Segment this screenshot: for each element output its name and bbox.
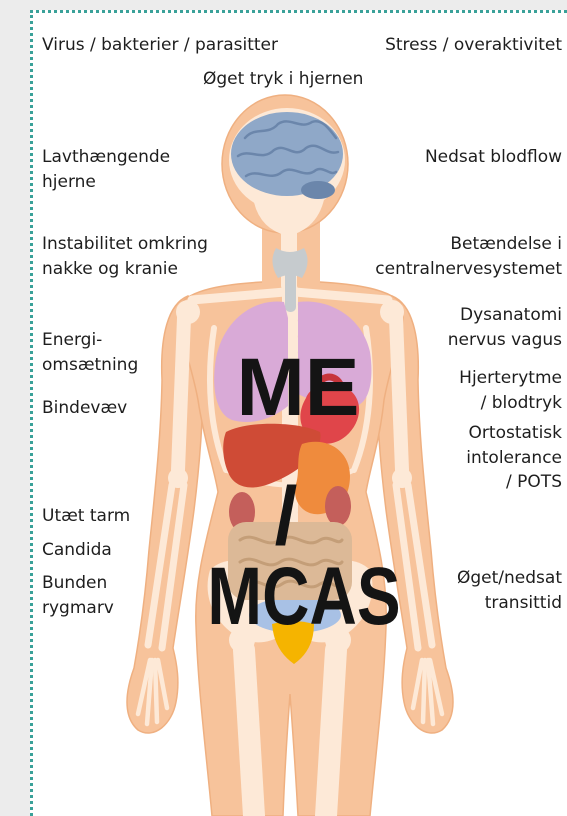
label-oget-nedsat-transittid: Øget/nedsat transittid	[457, 566, 562, 616]
label-utaet-tarm: Utæt tarm	[42, 504, 130, 529]
trachea	[285, 260, 296, 312]
label-line: transittid	[457, 591, 562, 616]
label-line: Ortostatisk	[466, 421, 562, 446]
label-line: centralnervesystemet	[375, 257, 562, 282]
center-title-mcas: MCAS	[184, 556, 424, 638]
right-femur	[326, 650, 336, 816]
label-line: hjerne	[42, 170, 170, 195]
label-line: Bunden	[42, 571, 114, 596]
label-line: Dysanatomi	[448, 303, 562, 328]
label-virus-bakterier-parasitter: Virus / bakterier / parasitter	[42, 33, 278, 58]
label-line: nervus vagus	[448, 328, 562, 353]
label-betaendelse-cns: Betændelse i centralnervesystemet	[375, 232, 562, 282]
label-nedsat-blodflow: Nedsat blodflow	[425, 145, 562, 170]
center-title-slash: /	[236, 476, 336, 558]
label-energiomsaetning: Energi- omsætning	[42, 328, 138, 378]
label-lavthaengende-hjerne: Lavthængende hjerne	[42, 145, 170, 195]
left-femur	[244, 650, 254, 816]
label-line: omsætning	[42, 353, 138, 378]
finger-bone	[423, 660, 425, 722]
finger-bone	[155, 660, 157, 722]
label-line: nakke og kranie	[42, 257, 208, 282]
cerebellum	[301, 181, 335, 199]
label-bindevaev: Bindevæv	[42, 396, 127, 421]
label-oget-tryk-i-hjernen: Øget tryk i hjernen	[203, 67, 363, 92]
label-line: Lavthængende	[42, 145, 170, 170]
label-line: Øget/nedsat	[457, 566, 562, 591]
label-stress-overaktivitet: Stress / overaktivitet	[385, 33, 562, 58]
label-ortostatisk-intolerance-pots: Ortostatisk intolerance / POTS	[466, 421, 562, 495]
center-title-me: ME	[198, 347, 398, 429]
label-line: / blodtryk	[459, 391, 562, 416]
label-bunden-rygmarv: Bunden rygmarv	[42, 571, 114, 621]
label-line: Energi-	[42, 328, 138, 353]
label-dysanatomi-nervus-vagus: Dysanatomi nervus vagus	[448, 303, 562, 353]
label-line: Betændelse i	[375, 232, 562, 257]
label-instabilitet-nakke-kranie: Instabilitet omkring nakke og kranie	[42, 232, 208, 282]
label-line: / POTS	[466, 470, 562, 495]
label-line: rygmarv	[42, 596, 114, 621]
label-line: intolerance	[466, 446, 562, 471]
label-hjerterytme-blodtryk: Hjerterytme / blodtryk	[459, 366, 562, 416]
left-humerus	[178, 318, 184, 470]
label-line: Hjerterytme	[459, 366, 562, 391]
label-line: Instabilitet omkring	[42, 232, 208, 257]
label-candida: Candida	[42, 538, 112, 563]
